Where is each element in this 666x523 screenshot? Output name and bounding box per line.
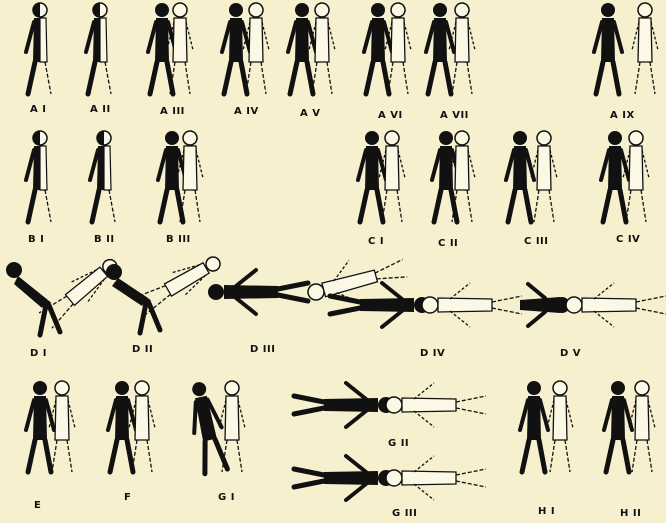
figure-a5 bbox=[288, 3, 335, 94]
figure-g2 bbox=[294, 383, 486, 427]
caption-a1: A I bbox=[30, 104, 46, 115]
figure-g3 bbox=[294, 456, 486, 500]
caption-b1: B I bbox=[28, 234, 44, 245]
figure-a2 bbox=[86, 3, 111, 94]
caption-b2: B II bbox=[94, 234, 115, 245]
figure-e bbox=[26, 381, 75, 472]
caption-a4: A IV bbox=[234, 106, 259, 117]
figure-c4 bbox=[601, 131, 649, 222]
caption-h1: H I bbox=[538, 506, 555, 517]
figure-a4 bbox=[222, 3, 269, 94]
figure-c1 bbox=[358, 131, 405, 222]
caption-f: F bbox=[124, 492, 131, 503]
caption-d4: D IV bbox=[420, 348, 445, 359]
figure-g1 bbox=[184, 379, 245, 474]
caption-e: E bbox=[34, 500, 41, 511]
caption-a2: A II bbox=[90, 104, 111, 115]
figure-a1 bbox=[26, 3, 51, 94]
figure-h1 bbox=[520, 381, 573, 472]
caption-h2: H II bbox=[620, 508, 641, 519]
caption-d2: D II bbox=[132, 344, 153, 355]
caption-g3: G III bbox=[392, 508, 417, 519]
caption-b3: B III bbox=[166, 234, 191, 245]
caption-c2: C II bbox=[438, 238, 458, 249]
caption-d3: D III bbox=[250, 344, 275, 355]
caption-a3: A III bbox=[160, 106, 185, 117]
caption-c4: C IV bbox=[616, 234, 640, 245]
caption-a7: A VII bbox=[440, 110, 469, 121]
caption-a5: A V bbox=[300, 108, 320, 119]
figure-h2 bbox=[604, 381, 655, 472]
figure-a3 bbox=[148, 3, 193, 94]
figure-a6 bbox=[364, 3, 411, 94]
caption-g1: G I bbox=[218, 492, 235, 503]
figure-d4 bbox=[330, 283, 522, 327]
figure-f bbox=[108, 381, 155, 472]
figure-b3 bbox=[158, 131, 203, 222]
figure-b1 bbox=[26, 131, 51, 222]
figure-d5 bbox=[520, 283, 666, 327]
caption-a9: A IX bbox=[610, 110, 635, 121]
figure-a7 bbox=[426, 3, 475, 94]
figure-a9 bbox=[594, 3, 658, 94]
caption-c1: C I bbox=[368, 236, 384, 247]
figure-c3 bbox=[506, 131, 557, 222]
figure-d1 bbox=[6, 252, 124, 335]
caption-d1: D I bbox=[30, 348, 47, 359]
figure-b2 bbox=[90, 131, 115, 222]
caption-g2: G II bbox=[388, 438, 409, 449]
figure-c2 bbox=[432, 131, 475, 222]
caption-d5: D V bbox=[560, 348, 581, 359]
figure-d2 bbox=[106, 249, 226, 333]
caption-a6: A VI bbox=[378, 110, 403, 121]
caption-c3: C III bbox=[524, 236, 548, 247]
